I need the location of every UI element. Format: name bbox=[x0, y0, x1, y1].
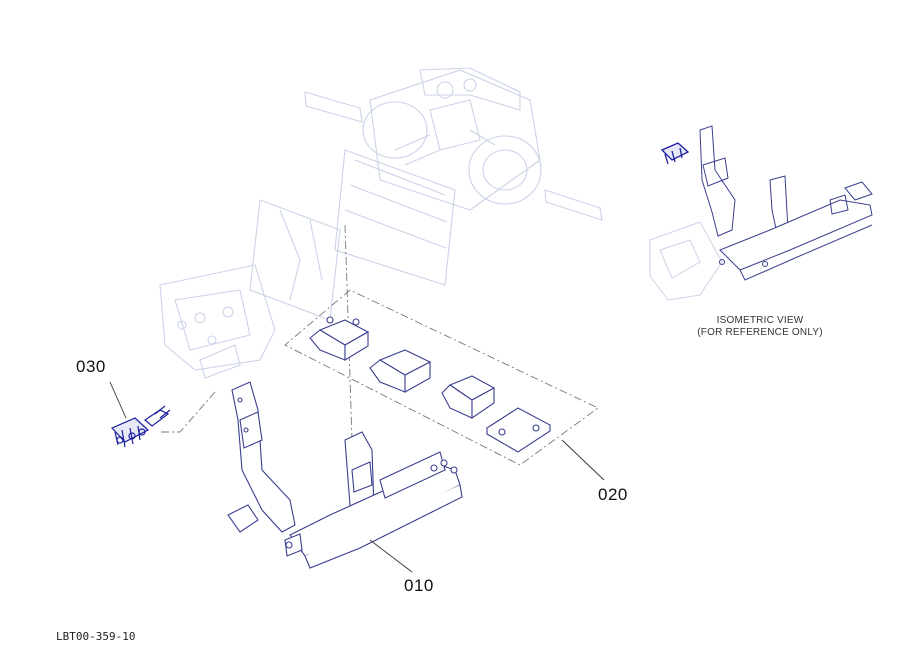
callout-020: 020 bbox=[598, 485, 628, 504]
isometric-reference-view bbox=[649, 125, 873, 301]
leader-020 bbox=[561, 439, 605, 481]
part-020-brackets bbox=[309, 316, 552, 453]
drawing-number: LBT00-359-10 bbox=[56, 630, 136, 643]
leader-lines bbox=[109, 381, 605, 573]
callout-010: 010 bbox=[404, 576, 434, 595]
leader-030 bbox=[109, 381, 127, 419]
ghost-tractor-body bbox=[159, 67, 603, 379]
leader-010 bbox=[369, 539, 413, 573]
isometric-view-subtitle: (FOR REFERENCE ONLY) bbox=[697, 327, 823, 338]
isometric-view-note: ISOMETRIC VIEW (FOR REFERENCE ONLY) bbox=[680, 315, 840, 339]
part-030-hardware bbox=[110, 405, 171, 448]
part-010-front-frame bbox=[227, 381, 463, 569]
isometric-view-title: ISOMETRIC VIEW bbox=[716, 315, 804, 326]
callout-030: 030 bbox=[76, 357, 106, 376]
